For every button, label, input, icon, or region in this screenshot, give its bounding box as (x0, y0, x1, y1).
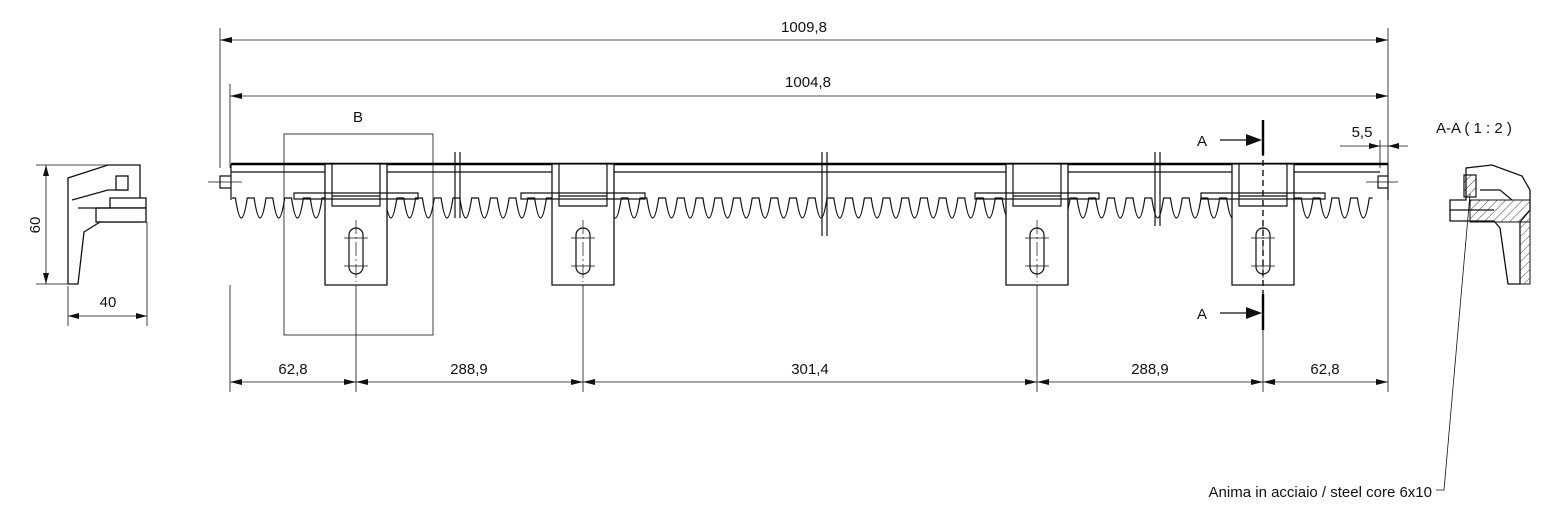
segment-second-label: 288,9 (450, 361, 488, 378)
segment-middle-label: 301,4 (791, 361, 829, 378)
segment-right-label: 62,8 (1310, 361, 1339, 378)
steel-core-callout: Anima in acciaio / steel core 6x10 (1209, 193, 1471, 501)
overall-length-dimension: 1009,8 (219, 19, 1389, 168)
detail-label: B (353, 109, 363, 126)
end-offset-label: 5,5 (1352, 124, 1373, 141)
section-view-a-a: A-A ( 1 : 2 ) (1436, 120, 1531, 285)
break-marks (454, 152, 1161, 236)
height-dimension: 60 (27, 217, 44, 234)
mounting-bracket (520, 163, 646, 286)
rack-length-dimension: 1004,8 (229, 74, 1388, 168)
rack-length-label: 1004,8 (785, 74, 831, 91)
section-marker-top: A (1197, 133, 1207, 150)
side-view-left: 60 40 (27, 164, 148, 326)
steel-core-note: Anima in acciaio / steel core 6x10 (1209, 484, 1432, 501)
mounting-bracket (293, 163, 419, 286)
segment-fourth-label: 288,9 (1131, 361, 1169, 378)
end-offset-dimension: 5,5 (1340, 124, 1408, 168)
gear-rack (208, 152, 1398, 286)
section-marker-bottom: A (1197, 306, 1207, 323)
width-dimension: 40 (100, 294, 117, 311)
segment-left-label: 62,8 (278, 361, 307, 378)
section-cut: A A (1197, 120, 1265, 330)
overall-length-label: 1009,8 (781, 19, 827, 36)
mounting-bracket (974, 163, 1100, 286)
detail-b: B (283, 109, 434, 336)
bottom-dimension-chain: 62,8 288,9 301,4 288,9 62,8 (229, 200, 1389, 392)
section-title: A-A ( 1 : 2 ) (1436, 120, 1512, 137)
